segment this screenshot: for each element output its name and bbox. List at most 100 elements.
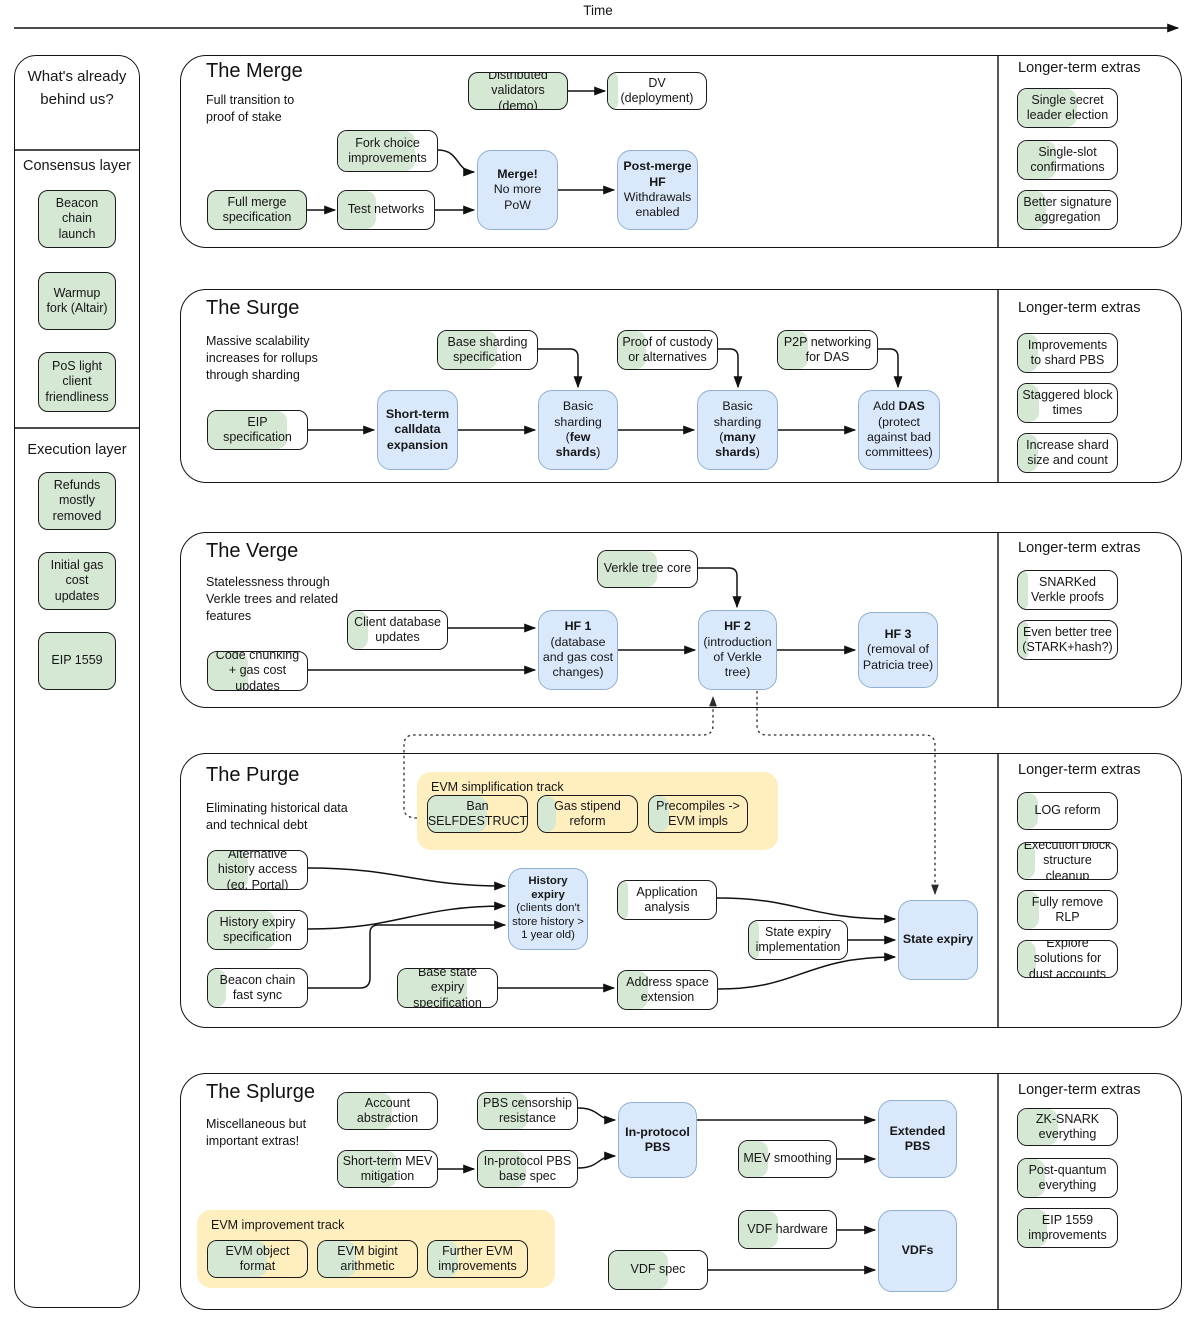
milestone-title: VDFs xyxy=(901,1243,934,1258)
label: Proof of custody or alternatives xyxy=(622,334,713,364)
milestone-title: Short-term calldata expansion xyxy=(385,406,450,452)
label: Warmup fork (Altair) xyxy=(46,285,108,315)
progress-fill xyxy=(338,191,377,229)
progress-fill xyxy=(208,851,248,889)
splurge-title: The Splurge xyxy=(206,1081,315,1103)
node-vdf-hardware: VDF hardware xyxy=(738,1210,837,1249)
progress-fill xyxy=(348,611,368,649)
node-alternative-history-access: Alternative history access (eg. Portal) xyxy=(207,850,308,890)
progress-fill xyxy=(1018,89,1078,127)
section-the-surge xyxy=(180,289,1182,483)
progress-fill xyxy=(749,921,759,959)
sidebar-item-pos-light-client: PoS light client friendliness xyxy=(38,352,116,412)
progress-fill xyxy=(438,331,498,369)
extra-explore-solutions-dust-accounts: Explore solutions for dust accounts xyxy=(1017,940,1118,978)
extra-zk-snark-everything: ZK-SNARK everything xyxy=(1017,1108,1118,1146)
sidebar-item-eip-1559: EIP 1559 xyxy=(38,632,116,690)
sidebar-item-beacon-chain-launch: Beacon chain launch xyxy=(38,190,116,248)
milestone-title: HF 1 xyxy=(564,619,592,634)
milestone-sub: (protect against bad committees) xyxy=(865,414,933,460)
label: In-protocol PBS base spec xyxy=(483,1153,572,1183)
progress-fill xyxy=(208,911,276,949)
label: EVM bigint arithmetic xyxy=(337,1243,398,1273)
splurge-subtitle: Miscellaneous but important extras! xyxy=(206,1117,307,1148)
node-client-database-updates: Client database updates xyxy=(347,610,448,650)
label: Gas stipend reform xyxy=(554,798,621,828)
verge-extras-title: Longer-term extras xyxy=(1018,540,1141,556)
label: Staggered block times xyxy=(1022,387,1113,417)
sidebar-item-refunds-removed: Refunds mostly removed xyxy=(38,472,116,530)
progress-fill xyxy=(618,881,628,919)
progress-fill xyxy=(1018,191,1046,229)
extra-single-secret-leader-election: Single secret leader election xyxy=(1017,88,1118,128)
progress-fill xyxy=(208,1241,268,1277)
label: Short-term MEV mitigation xyxy=(342,1153,433,1183)
label: SNARKed Verkle proofs xyxy=(1031,574,1104,604)
node-p2p-networking-for-das: P2P networking for DAS xyxy=(777,330,878,370)
milestone-hf1: HF 1(database and gas cost changes) xyxy=(538,610,618,690)
progress-fill xyxy=(208,969,226,1007)
progress-fill xyxy=(478,1151,526,1187)
progress-fill xyxy=(739,1141,769,1177)
node-evm-object-format: EVM object format xyxy=(207,1240,308,1278)
milestone-sub: Withdrawals enabled xyxy=(623,190,692,220)
node-evm-bigint-arithmetic: EVM bigint arithmetic xyxy=(317,1240,418,1278)
label: Client database updates xyxy=(354,614,441,644)
milestone-title: Extended PBS xyxy=(889,1123,946,1153)
node-test-networks: Test networks xyxy=(337,190,435,230)
milestone-title: Add DAS xyxy=(873,399,925,414)
label: VDF hardware xyxy=(747,1221,828,1236)
progress-fill xyxy=(1018,793,1038,829)
milestone-sub: (introduction of Verkle tree) xyxy=(703,634,772,680)
label: Application analysis xyxy=(636,884,698,914)
sidebar-item-initial-gas-cost-updates: Initial gas cost updates xyxy=(38,552,116,610)
node-distributed-validators-demo: Distributed validators (demo) xyxy=(468,72,568,110)
label: Fork choice improvements xyxy=(348,135,427,165)
label: Address space extension xyxy=(626,974,709,1004)
surge-extras-title: Longer-term extras xyxy=(1018,300,1141,316)
label: Account abstraction xyxy=(356,1095,419,1125)
progress-fill xyxy=(739,1211,778,1248)
extra-single-slot-confirmations: Single-slot confirmations xyxy=(1017,140,1118,180)
label: Base state expiry specification xyxy=(413,968,482,1008)
extra-snarked-verkle-proofs: SNARKed Verkle proofs xyxy=(1017,570,1118,610)
label: EIP 1559 xyxy=(51,653,103,668)
progress-fill xyxy=(1018,384,1039,422)
progress-fill xyxy=(609,1251,668,1289)
progress-fill xyxy=(338,131,416,171)
progress-fill xyxy=(618,971,648,1009)
extra-increase-shard-size-and-count: Increase shard size and count xyxy=(1017,433,1118,473)
node-verkle-tree-core: Verkle tree core xyxy=(597,550,698,588)
label: Refunds mostly removed xyxy=(52,478,102,523)
purge-title: The Purge xyxy=(206,764,300,786)
purge-subtitle: Eliminating historical data and technica… xyxy=(206,801,348,832)
extra-log-reform: LOG reform xyxy=(1017,792,1118,830)
extra-better-signature-aggregation: Better signature aggregation xyxy=(1017,190,1118,230)
label: Single secret leader election xyxy=(1026,92,1109,122)
label: Further EVM improvements xyxy=(438,1243,517,1273)
purge-extras-title: Longer-term extras xyxy=(1018,762,1141,778)
milestone-short-term-calldata-expansion: Short-term calldata expansion xyxy=(377,390,458,470)
consensus-layer-label: Consensus layer xyxy=(23,158,131,174)
label: Code chunking + gas cost updates xyxy=(215,651,300,691)
node-proof-of-custody: Proof of custody or alternatives xyxy=(617,330,718,370)
label: Increase shard size and count xyxy=(1026,437,1109,467)
milestone-sub: (database and gas cost changes) xyxy=(542,634,614,680)
label: MEV smoothing xyxy=(743,1151,832,1166)
verge-title: The Verge xyxy=(206,540,299,562)
verge-subtitle: Statelessness through Verkle trees and r… xyxy=(206,575,339,623)
label: Better signature aggregation xyxy=(1023,194,1112,224)
node-vdf-spec: VDF spec xyxy=(608,1250,708,1290)
milestone-sub: (few shards) xyxy=(555,430,601,460)
progress-fill xyxy=(478,1093,528,1129)
milestone-title: Merge! xyxy=(497,166,538,181)
label: Precompiles -> EVM impls xyxy=(656,798,740,828)
milestone-sub: (clients don't store history > 1 year ol… xyxy=(512,902,584,942)
milestone-basic-sharding-few-shards: Basic sharding(few shards) xyxy=(538,390,618,470)
extra-even-better-tree: Even better tree (STARK+hash?) xyxy=(1017,620,1118,660)
label: Single-slot confirmations xyxy=(1030,144,1105,174)
label: Alternative history access (eg. Portal) xyxy=(217,850,298,890)
progress-fill xyxy=(778,331,808,369)
node-base-sharding-specification: Base sharding specification xyxy=(437,330,538,370)
